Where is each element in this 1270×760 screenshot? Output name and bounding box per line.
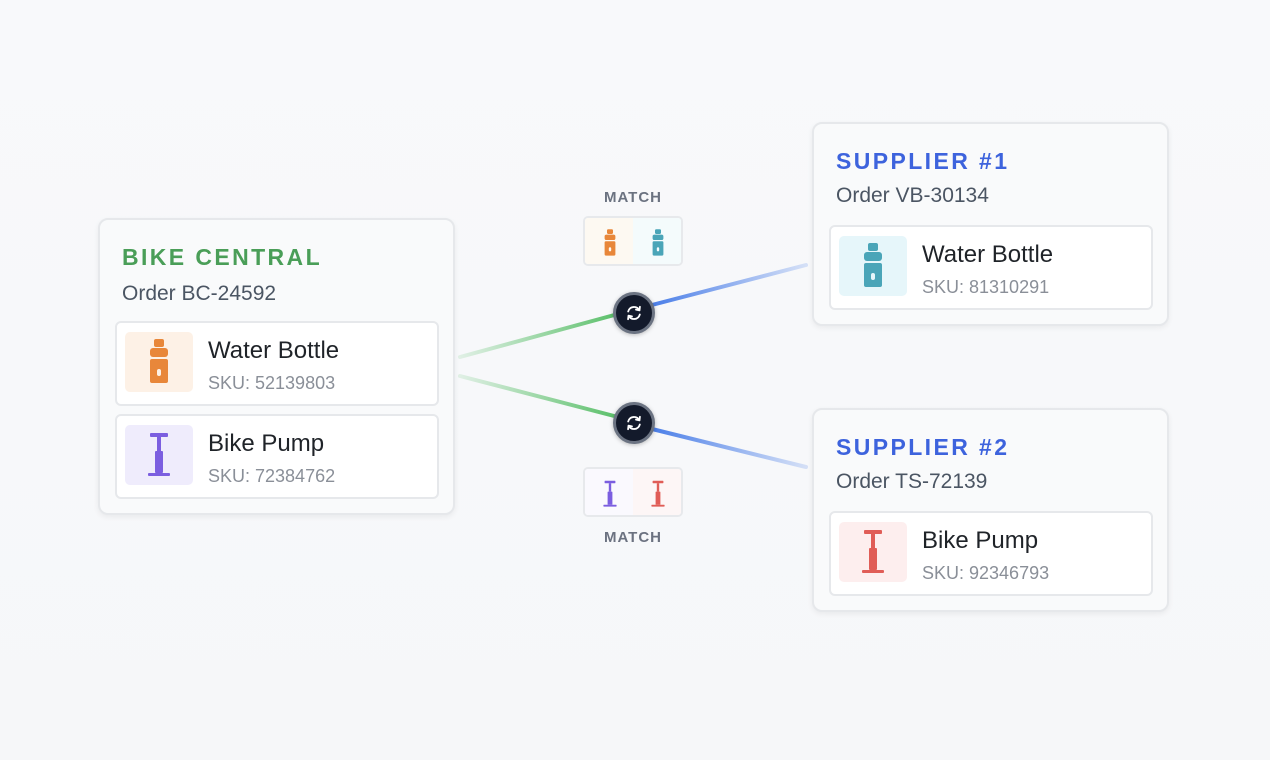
customer-order-card[interactable]: BIKE CENTRAL Order BC-24592 Water Bottle… [98,218,455,515]
connector-match-1-to-supplier-1 [646,263,808,308]
water-bottle-icon [864,243,882,287]
sync-icon [627,415,641,431]
connector-customer-to-match-2 [458,374,620,419]
supplier-order-card[interactable]: SUPPLIER #1 Order VB-30134 Water Bottle … [812,122,1169,326]
bike-pump-icon [862,530,884,573]
order-line-item[interactable]: Bike Pump SKU: 72384762 [115,414,439,499]
item-thumbnail [839,236,907,296]
item-name: Bike Pump [922,527,1039,554]
sync-node[interactable] [613,292,655,334]
water-bottle-icon [150,339,168,383]
order-line-item[interactable]: Bike Pump SKU: 92346793 [829,511,1153,596]
bike-pump-icon [603,480,617,507]
item-name: Water Bottle [922,241,1054,268]
supplier-name: SUPPLIER #1 [836,148,1010,174]
item-thumbnail [839,522,907,582]
customer-name: BIKE CENTRAL [122,244,323,270]
connector-match-2-to-supplier-2 [646,426,808,469]
item-name: Bike Pump [208,430,325,457]
item-thumbnail [125,332,193,392]
supplier-name: SUPPLIER #2 [836,434,1010,460]
water-bottle-icon [604,229,616,256]
item-sku: SKU: 92346793 [922,563,1050,583]
item-sku: SKU: 72384762 [208,466,336,486]
supplier-order-number: Order TS-72139 [836,470,988,493]
customer-order-number: Order BC-24592 [122,282,277,305]
water-bottle-icon [652,229,664,256]
supplier-order-number: Order VB-30134 [836,184,989,207]
bike-pump-icon [148,433,170,476]
item-name: Water Bottle [208,337,340,364]
supplier-order-card[interactable]: SUPPLIER #2 Order TS-72139 Bike Pump SKU… [812,408,1169,612]
match-preview[interactable] [583,216,683,266]
item-thumbnail [125,425,193,485]
match-label: MATCH [603,529,663,546]
item-sku: SKU: 81310291 [922,277,1050,297]
connector-customer-to-match-1 [458,312,620,359]
match-label: MATCH [603,189,663,206]
order-line-item[interactable]: Water Bottle SKU: 52139803 [115,321,439,406]
sync-icon [627,305,641,321]
item-sku: SKU: 52139803 [208,373,336,393]
bike-pump-icon [651,480,665,507]
order-line-item[interactable]: Water Bottle SKU: 81310291 [829,225,1153,310]
sync-node[interactable] [613,402,655,444]
match-preview[interactable] [583,467,683,517]
